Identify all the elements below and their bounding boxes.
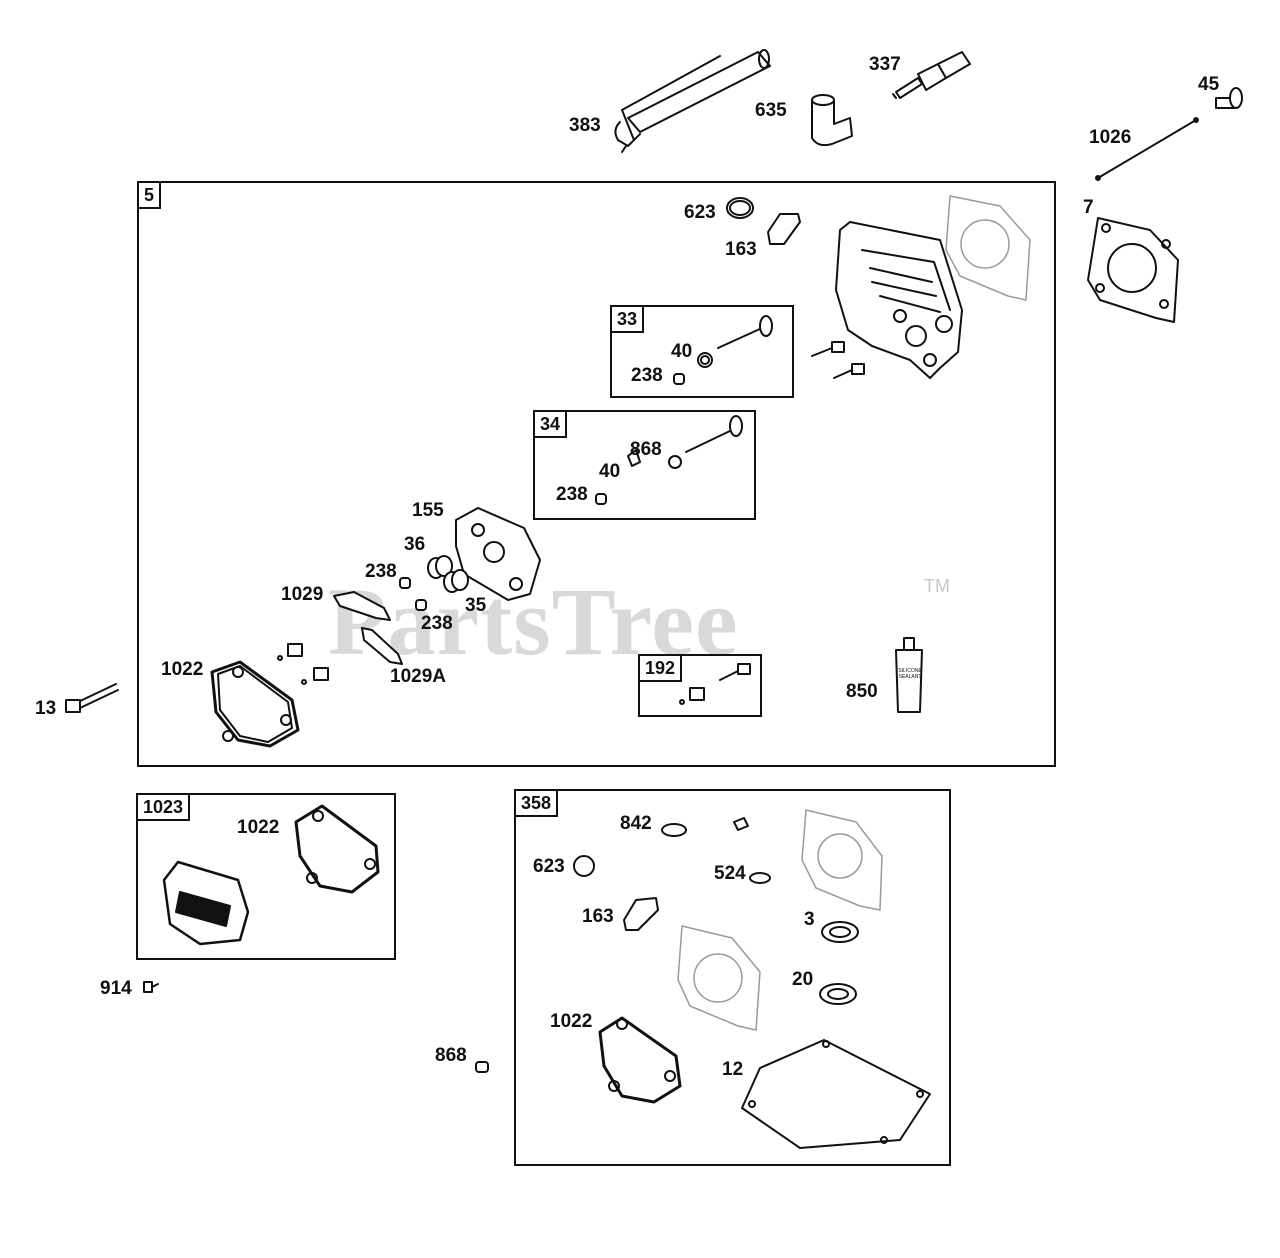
callout-524[interactable]: 524 <box>714 863 746 884</box>
faint-gasket-drawing <box>945 195 1031 301</box>
group-box-5: 5 <box>137 181 1056 767</box>
watermark-trademark: TM <box>924 576 950 596</box>
callout-3[interactable]: 3 <box>804 909 815 930</box>
valve-cap-drawing <box>1215 87 1243 109</box>
rocker-studs-drawing <box>277 643 329 685</box>
group-box-358: 358 <box>514 789 951 1166</box>
intake-gasket-drawing <box>767 213 801 245</box>
callout-914[interactable]: 914 <box>100 978 132 999</box>
exhaust-valve-drawing <box>673 315 773 385</box>
callout-155[interactable]: 155 <box>412 500 444 521</box>
callout-1022[interactable]: 1022 <box>161 659 204 680</box>
group-box-192: 192 <box>638 654 762 717</box>
group-box-1023: 1023 <box>136 793 396 960</box>
callout-35[interactable]: 35 <box>465 595 487 616</box>
callout-1029[interactable]: 1029 <box>281 584 324 605</box>
callout-1022[interactable]: 1022 <box>237 817 280 838</box>
valve-seal-868-drawing <box>475 1061 489 1073</box>
spark-plug-drawing <box>892 51 971 99</box>
valve-cover-gasket-3-drawing <box>598 1016 682 1104</box>
head-gasket-drawing <box>1087 217 1179 323</box>
o-ring-524-drawing <box>749 872 771 884</box>
callout-40[interactable]: 40 <box>599 461 621 482</box>
callout-40[interactable]: 40 <box>671 341 693 362</box>
seal-3-drawing <box>821 921 859 943</box>
callout-842[interactable]: 842 <box>620 813 652 834</box>
o-ring-842-drawing <box>661 823 687 837</box>
sealant-tube-text: SILICONE SEALANT <box>898 668 922 680</box>
callout-850[interactable]: 850 <box>846 681 878 702</box>
rocker-plate-drawing <box>455 507 541 601</box>
faint-gasket-2-drawing <box>677 809 883 1031</box>
callout-623[interactable]: 623 <box>533 856 565 877</box>
callout-12[interactable]: 12 <box>722 1059 744 1080</box>
group-tag: 33 <box>610 305 645 333</box>
group-box-34: 34 <box>533 410 756 520</box>
intake-valve-drawing <box>595 415 743 505</box>
sealant-line-1: SILICONE <box>898 668 922 674</box>
callout-623[interactable]: 623 <box>684 202 716 223</box>
callout-1029a[interactable]: 1029A <box>390 666 446 687</box>
callout-163[interactable]: 163 <box>725 239 757 260</box>
seal-20-drawing <box>819 983 857 1005</box>
callout-20[interactable]: 20 <box>792 969 814 990</box>
callout-238[interactable]: 238 <box>631 365 663 386</box>
crankcase-gasket-drawing <box>741 1039 931 1149</box>
head-bolts-drawing <box>811 341 865 379</box>
callout-7[interactable]: 7 <box>1083 197 1094 218</box>
sealant-tube-drawing <box>895 637 923 713</box>
valve-cover-gasket-2-drawing <box>294 804 380 894</box>
callout-868[interactable]: 868 <box>630 439 662 460</box>
group-tag: 192 <box>638 654 683 682</box>
breather-bolts-drawing <box>679 663 751 705</box>
callout-238[interactable]: 238 <box>556 484 588 505</box>
valve-cover-drawing <box>162 860 250 946</box>
cover-bolt-drawing <box>65 683 119 713</box>
fitting-drawing <box>733 817 749 831</box>
valve-springs-drawing <box>399 555 469 611</box>
callout-337[interactable]: 337 <box>869 54 901 75</box>
rocker-arm-a-drawing <box>361 627 403 665</box>
callout-163[interactable]: 163 <box>582 906 614 927</box>
callout-238[interactable]: 238 <box>365 561 397 582</box>
sealant-line-2: SEALANT <box>898 674 922 680</box>
screw-drawing <box>143 981 159 993</box>
group-tag: 5 <box>137 181 162 209</box>
o-ring-drawing <box>726 197 754 219</box>
group-tag: 1023 <box>136 793 191 821</box>
push-rod-drawing <box>1097 119 1197 179</box>
valve-cover-gasket-drawing <box>210 660 300 748</box>
callout-45[interactable]: 45 <box>1198 74 1220 95</box>
callout-635[interactable]: 635 <box>755 100 787 121</box>
group-box-33: 33 <box>610 305 794 398</box>
o-ring-623b-drawing <box>573 855 595 877</box>
rocker-arm-drawing <box>333 591 391 621</box>
callout-1022[interactable]: 1022 <box>550 1011 593 1032</box>
callout-1026[interactable]: 1026 <box>1089 127 1132 148</box>
group-tag: 358 <box>514 789 559 817</box>
callout-36[interactable]: 36 <box>404 534 426 555</box>
callout-868[interactable]: 868 <box>435 1045 467 1066</box>
group-tag: 34 <box>533 410 568 438</box>
intake-gasket-2-drawing <box>623 897 659 931</box>
spark-plug-boot-drawing <box>811 94 853 147</box>
cylinder-head-drawing <box>835 221 963 379</box>
callout-238[interactable]: 238 <box>421 613 453 634</box>
callout-13[interactable]: 13 <box>35 698 57 719</box>
spark-plug-wrench-drawing <box>614 49 771 153</box>
callout-383[interactable]: 383 <box>569 115 601 136</box>
